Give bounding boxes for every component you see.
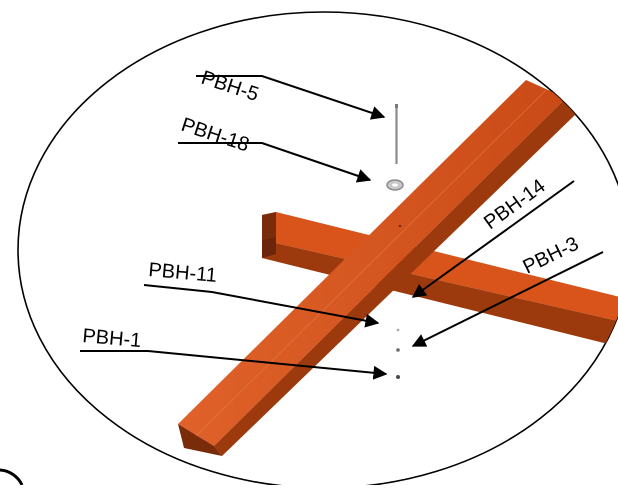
cross-beam-end (262, 212, 276, 240)
long-beam-highlight (195, 89, 547, 437)
long-beam-top (178, 80, 566, 446)
small-washer-part (396, 328, 400, 332)
nut-part (396, 375, 400, 379)
washer-hole (392, 183, 398, 187)
leader-pbh-14 (411, 180, 575, 298)
label-pbh-1: PBH-1 (82, 325, 143, 352)
hardware-parts (386, 104, 404, 379)
adjacent-detail-circle (0, 468, 24, 486)
leader-pbh-5 (196, 75, 386, 120)
bolt-hole (398, 224, 402, 228)
long-beam-end (178, 424, 222, 456)
leader-pbh-18 (178, 142, 372, 183)
cross-beam-end-lower (262, 236, 276, 258)
lock-washer-part (396, 348, 400, 352)
callouts (80, 75, 604, 380)
leader-pbh-11 (143, 284, 380, 328)
bolt-part (395, 104, 398, 164)
leader-pbh-3 (411, 251, 604, 347)
leader-pbh-1 (80, 350, 388, 380)
